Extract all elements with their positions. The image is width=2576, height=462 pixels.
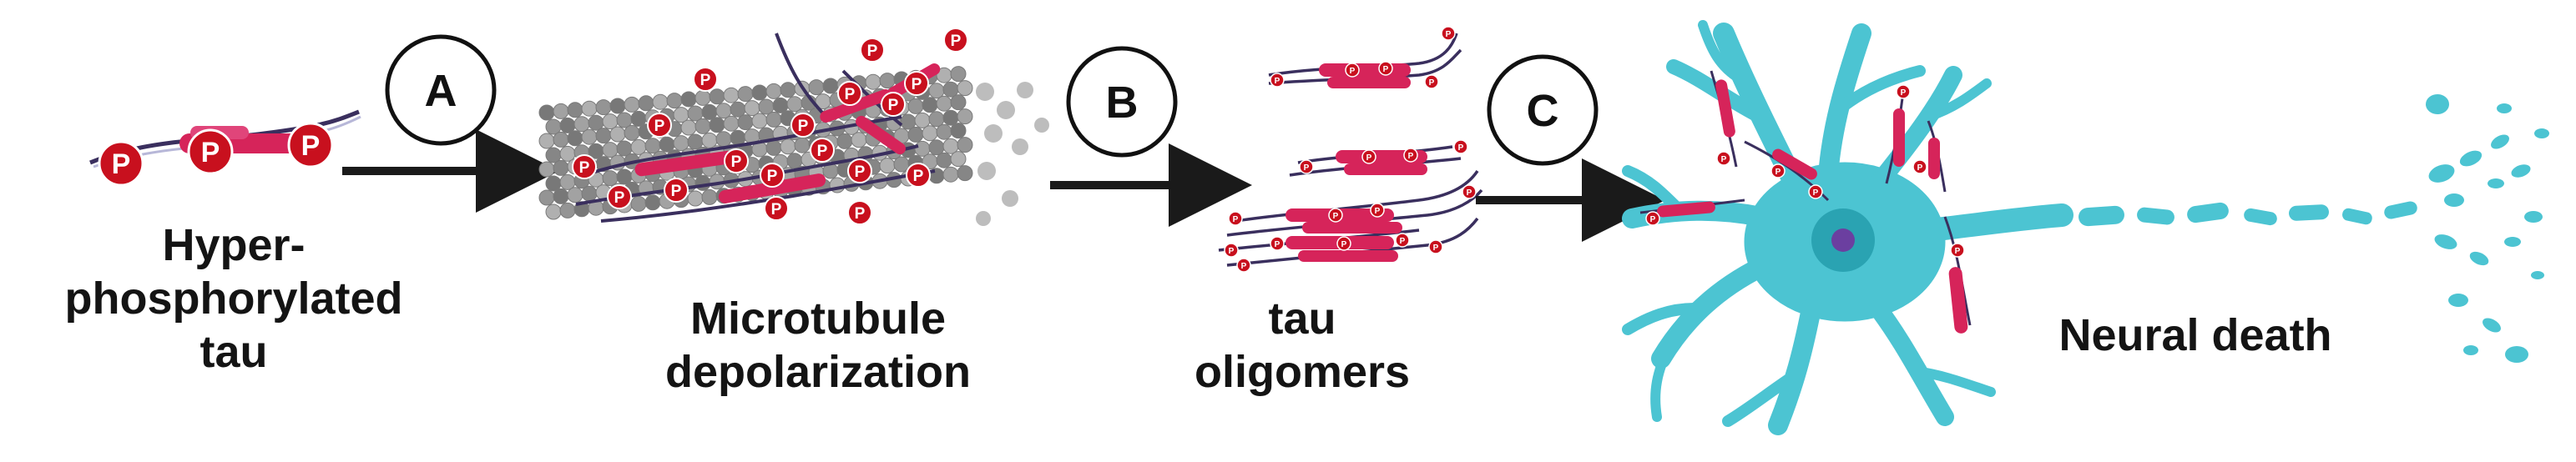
tubulin-bead — [624, 96, 640, 113]
tubulin-bead — [567, 102, 583, 118]
tubulin-bead — [957, 80, 973, 97]
tubulin-bead — [581, 185, 598, 202]
tubulin-bead — [595, 128, 612, 144]
tubulin-bead — [950, 94, 967, 111]
label-hyperphosphorylated-tau: Hyper- phosphorylated tau — [25, 218, 442, 379]
tubulin-bead — [751, 113, 768, 129]
tubulin-bead — [737, 114, 754, 131]
tubulin-bead — [680, 119, 697, 136]
microtubule-icon — [538, 28, 1049, 226]
step-b: B — [1050, 46, 1252, 227]
tubulin-bead — [538, 133, 555, 149]
tubulin-bead — [567, 130, 583, 147]
tubulin-bead — [538, 104, 555, 121]
step-c: C — [1476, 54, 1665, 242]
tubulin-bead — [666, 93, 683, 109]
tau-protein-icon — [89, 109, 361, 187]
tubulin-bead — [609, 126, 626, 143]
tubulin-bead — [879, 73, 896, 89]
tubulin-bead — [723, 87, 740, 103]
tubulin-bead — [538, 161, 555, 178]
label-tau-oligomers: tau oligomers — [1169, 292, 1436, 399]
tubulin-bead — [751, 84, 768, 101]
step-b-letter: B — [1106, 78, 1139, 128]
tubulin-bead — [553, 103, 569, 119]
label-line: Hyper- — [162, 220, 306, 270]
tubulin-bead — [765, 83, 782, 99]
tubulin-bead — [559, 202, 576, 218]
tau-oligomer-icon — [1218, 26, 1483, 273]
label-line: Microtubule — [690, 294, 946, 344]
tubulin-bead — [950, 151, 967, 168]
tubulin-bead — [695, 118, 711, 134]
tubulin-bead — [538, 189, 555, 206]
tubulin-bead — [553, 188, 569, 204]
tubulin-bead — [680, 91, 697, 108]
tubulin-bead — [780, 138, 796, 155]
tubulin-bead — [922, 97, 938, 113]
label-neural-death: Neural death — [2058, 310, 2332, 360]
step-c-circle — [1487, 54, 1599, 166]
tubulin-bead — [723, 115, 740, 132]
label-microtubule-depolarization: Microtubule depolarization — [601, 292, 1035, 399]
tubulin-bead — [808, 79, 825, 96]
tubulin-bead — [595, 99, 612, 116]
tubulin-bead — [942, 166, 959, 183]
tubulin-bead — [695, 174, 711, 191]
tubulin-bead — [709, 88, 725, 105]
tubulin-bead — [581, 100, 598, 117]
tubulin-bead — [893, 156, 910, 173]
tubulin-bead — [581, 128, 598, 145]
tubulin-bead — [695, 89, 711, 106]
tubulin-bead — [765, 111, 782, 128]
label-line: depolarization — [664, 347, 972, 397]
step-a: A — [342, 34, 559, 213]
tubulin-bead — [957, 137, 973, 153]
tubulin-bead — [879, 158, 896, 174]
step-b-circle — [1066, 46, 1178, 158]
tubulin-bead — [624, 124, 640, 141]
tubulin-bead — [709, 117, 725, 133]
tubulin-bead — [553, 159, 569, 176]
tubulin-bead — [545, 203, 562, 220]
tubulin-bead — [936, 95, 952, 112]
tubulin-bead — [553, 131, 569, 148]
label-line: tau — [200, 327, 268, 377]
tubulin-bead — [950, 66, 967, 83]
label-line: phosphorylated — [64, 274, 403, 324]
tubulin-bead — [936, 123, 952, 140]
tubulin-bead — [851, 132, 867, 148]
tubulin-bead — [957, 165, 973, 182]
tubulin-bead — [609, 98, 626, 114]
step-a-letter: A — [425, 66, 457, 116]
tubulin-bead — [957, 108, 973, 125]
tubulin-bead — [737, 86, 754, 103]
tubulin-bead — [701, 188, 718, 205]
step-c-letter: C — [1527, 86, 1559, 136]
tubulin-bead — [644, 194, 661, 211]
tubulin-bead — [687, 190, 704, 207]
tubulin-bead — [822, 78, 839, 94]
tubulin-bead — [907, 98, 924, 114]
tubulin-bead — [865, 73, 881, 90]
tubulin-bead — [907, 126, 924, 143]
tubulin-bead — [836, 133, 853, 149]
tubulin-bead — [922, 125, 938, 142]
tubulin-bead — [936, 152, 952, 168]
tubulin-bead — [638, 95, 654, 112]
tubulin-bead — [652, 93, 669, 110]
tubulin-bead — [630, 195, 647, 212]
step-a-circle — [385, 34, 497, 146]
tubulin-bead — [794, 137, 811, 153]
tubulin-bead — [950, 123, 967, 139]
label-line: oligomers — [1194, 347, 1411, 397]
neuron-icon — [1622, 20, 2549, 435]
tubulin-bead — [765, 139, 782, 156]
tubulin-bead — [780, 82, 796, 98]
tubulin-bead — [567, 187, 583, 203]
label-line: tau — [1268, 294, 1336, 344]
